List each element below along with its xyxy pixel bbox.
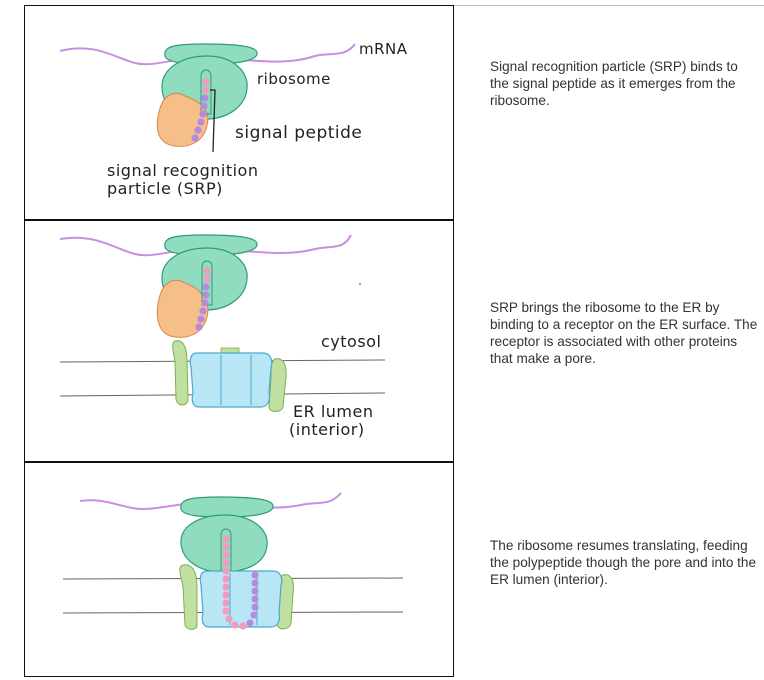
panel-translocation [25, 463, 453, 676]
label-ribosome: ribosome [257, 70, 331, 88]
label-er-lumen-line1: ER lumen [293, 402, 373, 421]
translocon-pore [200, 571, 281, 627]
description-panel-1: Signal recognition particle (SRP) binds … [490, 58, 758, 109]
stray-dot [359, 283, 361, 285]
label-srp-line2: particle (SRP) [107, 179, 223, 198]
description-panel-2: SRP brings the ribosome to the ER by bin… [490, 299, 758, 367]
panel-er-targeting: cytosol ER lumen (interior) [25, 221, 453, 461]
label-mrna: mRNA [359, 40, 408, 58]
ribosome-small-subunit [181, 497, 273, 517]
label-srp-line1: signal recognition [107, 161, 258, 180]
label-signal-peptide: signal peptide [235, 123, 362, 143]
translocon-pore [190, 353, 271, 407]
panel-srp-binding: mRNA ribosome signal peptide signal reco… [25, 6, 453, 219]
label-cytosol: cytosol [321, 332, 381, 351]
description-panel-3: The ribosome resumes translating, feedin… [490, 537, 758, 588]
srp-receptor-left [180, 565, 197, 630]
label-er-lumen-line2: (interior) [289, 420, 365, 439]
